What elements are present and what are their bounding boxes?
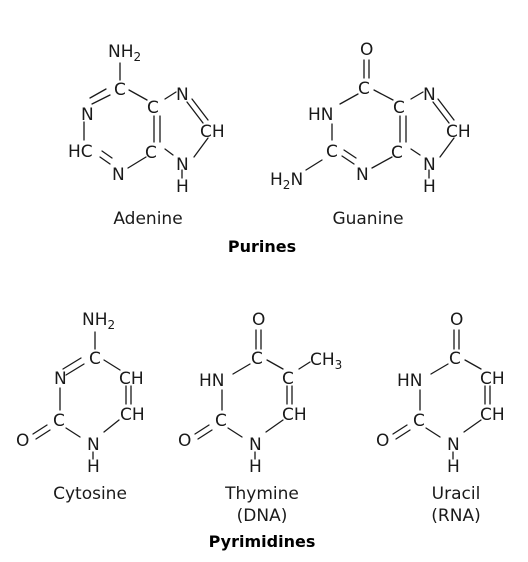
adenine-c5-label: C bbox=[147, 98, 159, 118]
uracil-h1-label: H bbox=[447, 457, 460, 477]
uracil-name: Uracil bbox=[432, 484, 481, 504]
guanine-c2-label: C bbox=[326, 142, 338, 162]
uracil-n1-label: N bbox=[447, 435, 460, 455]
uracil-c6-label: CH bbox=[480, 405, 505, 425]
thymine-ch3-label: CH3 bbox=[310, 350, 342, 372]
adenine-structure: NH2 N C HC N C C N CH N H bbox=[68, 42, 225, 197]
uracil-n3-label: HN bbox=[397, 371, 423, 391]
adenine-n9-label: N bbox=[176, 155, 189, 175]
guanine-h2n-label: H2N bbox=[270, 170, 303, 192]
adenine-c2-label: HC bbox=[68, 142, 93, 162]
thymine-o2-label: O bbox=[178, 431, 191, 451]
adenine-c4-label: C bbox=[145, 143, 157, 163]
thymine-subname: (DNA) bbox=[237, 506, 288, 526]
guanine-n1-label: HN bbox=[308, 105, 334, 125]
cytosine-structure: NH2 C N CH CH C O N H bbox=[16, 310, 145, 477]
cytosine-n3-label: N bbox=[54, 369, 67, 389]
cytosine-c6-label: CH bbox=[120, 405, 145, 425]
thymine-n3-label: HN bbox=[199, 371, 225, 391]
guanine-c4-label: C bbox=[391, 143, 403, 163]
cytosine-nh2-label: NH2 bbox=[82, 310, 115, 332]
adenine-c8-label: CH bbox=[200, 122, 225, 142]
thymine-name: Thymine bbox=[224, 484, 299, 504]
thymine-c2-label: C bbox=[215, 411, 227, 431]
cytosine-name: Cytosine bbox=[53, 484, 127, 504]
thymine-o4-label: O bbox=[252, 310, 265, 330]
uracil-c4-label: C bbox=[449, 349, 461, 369]
cytosine-c2-label: C bbox=[53, 411, 65, 431]
guanine-name: Guanine bbox=[332, 209, 403, 229]
thymine-c6-label: CH bbox=[282, 405, 307, 425]
guanine-c6-label: C bbox=[358, 79, 370, 99]
guanine-h9-label: H bbox=[423, 177, 436, 197]
pyrimidines-group-label: Pyrimidines bbox=[209, 532, 316, 551]
adenine-h9-label: H bbox=[176, 177, 189, 197]
guanine-o-label: O bbox=[360, 40, 373, 60]
guanine-n3-label: N bbox=[356, 165, 369, 185]
uracil-structure: O C HN CH CH C O N H bbox=[376, 310, 505, 477]
adenine-n3-label: N bbox=[112, 165, 125, 185]
uracil-c2-label: C bbox=[413, 411, 425, 431]
cytosine-h1-label: H bbox=[87, 457, 100, 477]
uracil-subname: (RNA) bbox=[431, 506, 480, 526]
purines-group-label: Purines bbox=[228, 237, 296, 256]
adenine-c6-label: C bbox=[114, 80, 126, 100]
uracil-o4-label: O bbox=[450, 310, 463, 330]
uracil-o2-label: O bbox=[376, 431, 389, 451]
thymine-n1-label: N bbox=[249, 435, 262, 455]
thymine-c5-label: C bbox=[282, 369, 294, 389]
thymine-c4-label: C bbox=[251, 349, 263, 369]
uracil-c5-label: CH bbox=[480, 369, 505, 389]
adenine-nh2-label: NH2 bbox=[108, 42, 141, 64]
adenine-name: Adenine bbox=[113, 209, 182, 229]
adenine-n1-label: N bbox=[81, 105, 94, 125]
guanine-structure: O C HN C H2N N C C N CH N H bbox=[270, 40, 471, 197]
thymine-structure: O C CH3 HN C CH C O N H bbox=[178, 310, 342, 477]
guanine-c5-label: C bbox=[393, 98, 405, 118]
thymine-h1-label: H bbox=[249, 457, 262, 477]
cytosine-n1-label: N bbox=[87, 435, 100, 455]
cytosine-c4-label: C bbox=[89, 349, 101, 369]
cytosine-c5-label: CH bbox=[119, 369, 144, 389]
guanine-c8-label: CH bbox=[446, 122, 471, 142]
guanine-n7-label: N bbox=[423, 85, 436, 105]
cytosine-o-label: O bbox=[16, 431, 29, 451]
adenine-n7-label: N bbox=[176, 85, 189, 105]
guanine-n9-label: N bbox=[423, 155, 436, 175]
